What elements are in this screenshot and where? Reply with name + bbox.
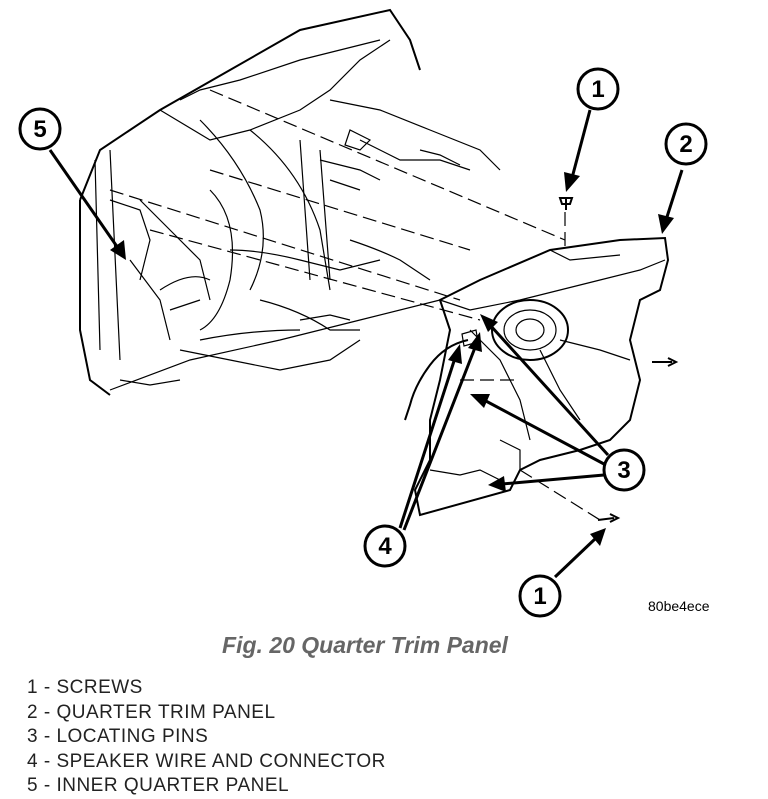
figure-caption: Fig. 20 Quarter Trim Panel: [222, 632, 508, 658]
legend-item: 4 - SPEAKER WIRE AND CONNECTOR: [27, 750, 386, 772]
callout-3: 3: [602, 448, 646, 492]
speaker-wire-drawing: [404, 339, 469, 421]
callout-1-bottom-label: 1: [533, 583, 546, 610]
screw-bottom: [597, 513, 621, 523]
inner-quarter-panel-drawing: [79, 8, 501, 396]
legend-item: 5 - INNER QUARTER PANEL: [27, 775, 290, 796]
callout-4-label: 4: [378, 533, 392, 560]
screw-top: [558, 197, 574, 210]
quarter-trim-panel-drawing: [413, 236, 670, 517]
callout-1-top-label: 1: [591, 76, 604, 103]
callout-4: 4: [363, 524, 407, 568]
callout-2: 2: [664, 122, 708, 166]
callout-5-label: 5: [33, 116, 46, 143]
figure-code: 80be4ece: [648, 598, 710, 614]
leader-arrows: [48, 109, 684, 579]
legend-item: 1 - SCREWS: [27, 677, 143, 698]
screw-right: [652, 357, 679, 367]
callout-3-label: 3: [617, 457, 630, 484]
legend-item: 3 - LOCATING PINS: [27, 726, 209, 747]
legend: 1 - SCREWS 2 - QUARTER TRIM PANEL 3 - LO…: [27, 676, 386, 799]
callout-1-bottom: 1: [518, 574, 562, 618]
legend-item: 2 - QUARTER TRIM PANEL: [27, 701, 276, 723]
callout-5: 5: [18, 107, 62, 151]
callout-2-label: 2: [679, 131, 692, 158]
alignment-lines: [109, 89, 601, 521]
callout-1-top: 1: [576, 67, 620, 111]
